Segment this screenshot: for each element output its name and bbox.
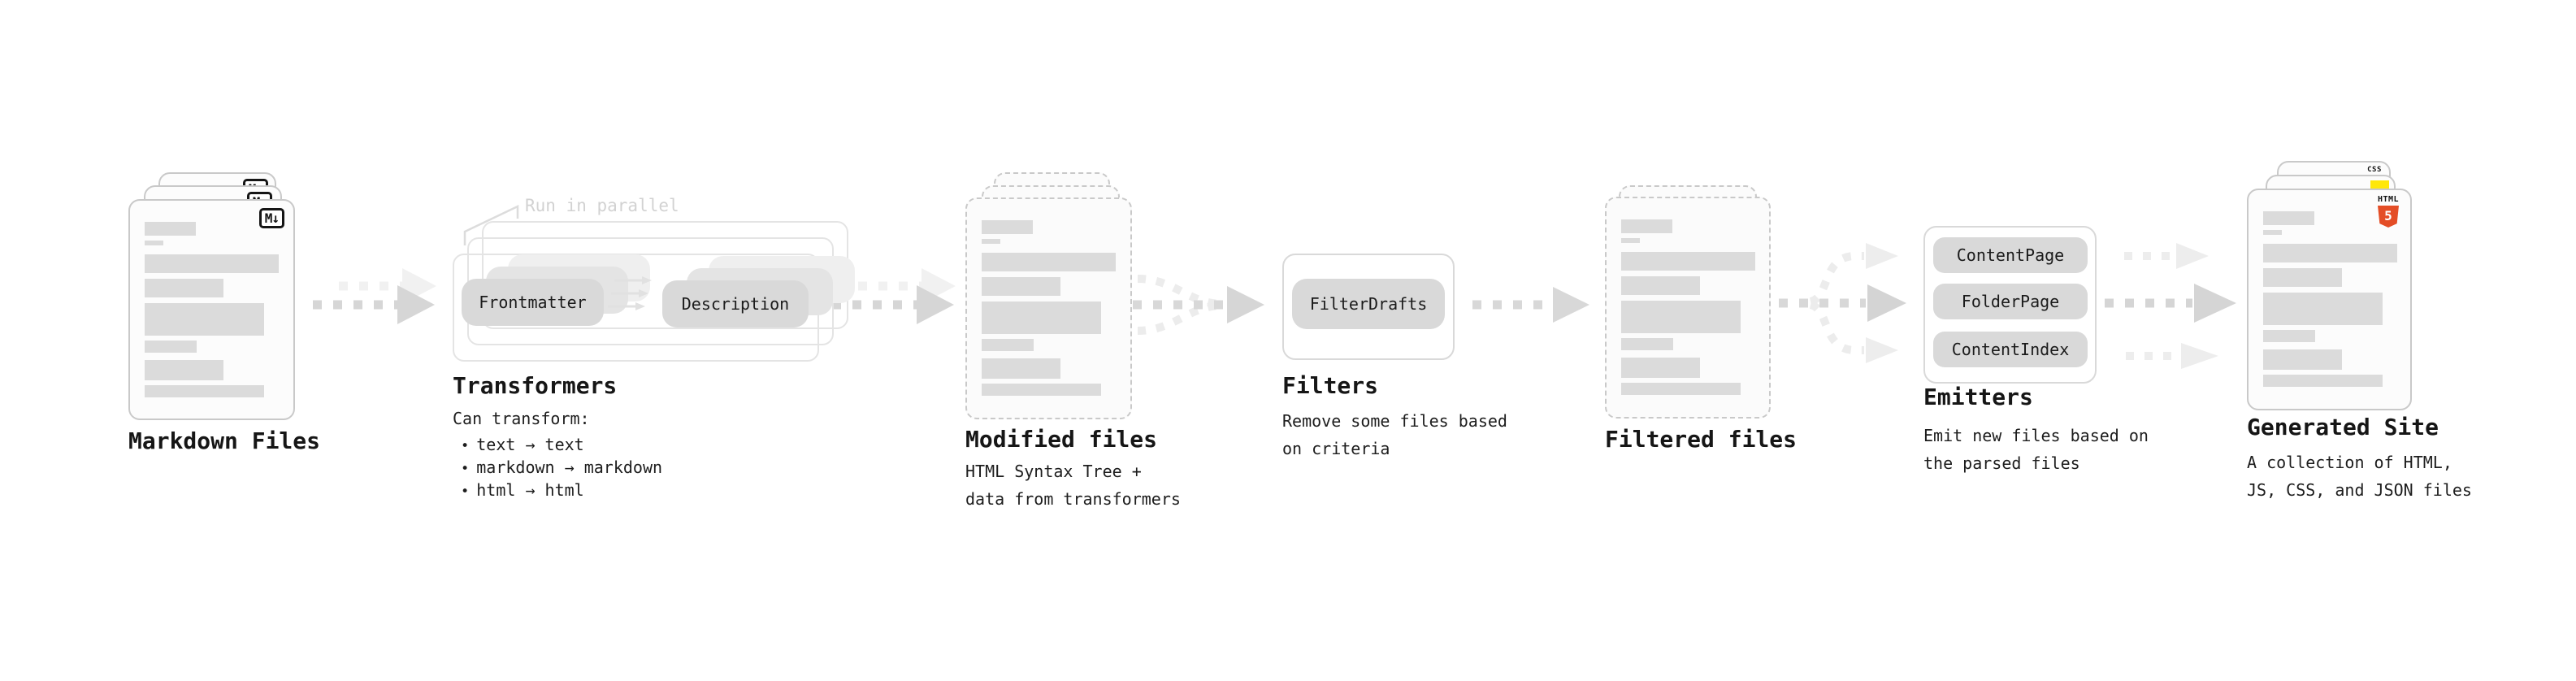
html5-badge-label: HTML xyxy=(2377,195,2400,204)
css-badge-label: CSS xyxy=(2367,166,2382,174)
skeleton-bar xyxy=(2263,330,2315,342)
skeleton-bar xyxy=(145,254,279,273)
skeleton-bar xyxy=(1621,301,1741,333)
skeleton-bar xyxy=(1621,219,1672,233)
skeleton-bar xyxy=(982,384,1101,396)
skeleton-bar xyxy=(2263,375,2383,387)
callout-line xyxy=(463,205,519,245)
skeleton-bar xyxy=(982,253,1116,271)
skeleton-bar xyxy=(2263,268,2342,287)
document-skeleton xyxy=(967,199,1130,396)
document-skeleton xyxy=(2249,190,2410,387)
emitter-pill-contentpage: ContentPage xyxy=(1933,237,2088,273)
emitters-caption: Emit new files based on the parsed files xyxy=(1923,422,2149,477)
skeleton-bar xyxy=(982,339,1034,351)
skeleton-bar xyxy=(145,279,223,297)
skeleton-bar xyxy=(145,360,223,380)
skeleton-bar xyxy=(1621,338,1673,350)
caption-line: on criteria xyxy=(1282,439,1390,458)
bullet-text: html → html xyxy=(476,480,584,500)
flow-arrow-transformers-to-modified xyxy=(832,268,956,324)
modified-files-caption: HTML Syntax Tree + data from transformer… xyxy=(965,458,1181,513)
markdown-file-doc-front: M↓ xyxy=(128,199,295,420)
html5-badge: HTML 5 xyxy=(2374,196,2402,228)
skeleton-bar xyxy=(982,239,1000,244)
caption-line: Remove some files based xyxy=(1282,411,1507,431)
caption-line: HTML Syntax Tree + xyxy=(965,462,1142,481)
bullet-text: markdown → markdown xyxy=(476,458,663,477)
filtered-file-doc-front xyxy=(1605,197,1771,419)
skeleton-bar xyxy=(982,358,1060,379)
modified-file-doc-front xyxy=(965,197,1132,419)
caption-line: JS, CSS, and JSON files xyxy=(2247,480,2472,500)
list-item: • text → text xyxy=(453,434,662,457)
stage-title-modified-files: Modified files xyxy=(965,426,1158,453)
skeleton-bar xyxy=(145,303,264,336)
skeleton-bar xyxy=(145,241,163,245)
filters-caption: Remove some files based on criteria xyxy=(1282,407,1507,462)
skeleton-bar xyxy=(2263,293,2383,325)
skeleton-bar xyxy=(2263,244,2397,262)
emitter-pill-folderpage: FolderPage xyxy=(1933,284,2088,319)
skeleton-bar xyxy=(145,340,197,353)
generated-site-caption: A collection of HTML, JS, CSS, and JSON … xyxy=(2247,449,2472,504)
skeleton-bar xyxy=(1621,358,1700,378)
flow-arrow-filtered-to-emitters xyxy=(1779,243,1906,363)
transformer-pill-frontmatter: Frontmatter xyxy=(462,279,604,326)
skeleton-bar xyxy=(2263,211,2314,225)
transformer-pill-description: Description xyxy=(662,280,809,327)
skeleton-bar xyxy=(145,222,196,236)
bullet-icon: • xyxy=(461,461,470,477)
flow-arrows-emitters-to-site xyxy=(2105,243,2236,369)
emitter-pill-contentindex: ContentIndex xyxy=(1933,332,2088,367)
stage-title-filters: Filters xyxy=(1282,372,1379,399)
bullet-text: text → text xyxy=(476,435,584,454)
skeleton-bar xyxy=(982,220,1033,234)
markdown-badge: M↓ xyxy=(258,208,284,228)
flow-arrow-markdown-to-transformers xyxy=(313,268,436,324)
skeleton-bar xyxy=(145,385,264,397)
list-item: • markdown → markdown xyxy=(453,457,662,479)
skeleton-bar xyxy=(1621,276,1700,295)
site-doc-html: HTML 5 xyxy=(2247,189,2412,410)
stage-title-emitters: Emitters xyxy=(1923,384,2033,410)
skeleton-bar xyxy=(1621,238,1640,243)
modified-files-stack xyxy=(965,172,1169,424)
caption-line: Emit new files based on xyxy=(1923,426,2149,445)
skeleton-bar xyxy=(1621,252,1755,271)
html5-badge-shield: 5 xyxy=(2378,206,2399,228)
caption-line: data from transformers xyxy=(965,489,1181,509)
skeleton-bar xyxy=(2263,230,2282,235)
caption-line: the parsed files xyxy=(1923,453,2080,473)
caption-line: A collection of HTML, xyxy=(2247,453,2452,472)
stage-title-filtered-files: Filtered files xyxy=(1605,426,1798,453)
generated-site-stack: CSS HTML 5 xyxy=(2247,161,2450,421)
skeleton-bar xyxy=(1621,383,1741,395)
run-in-parallel-annotation: Run in parallel xyxy=(525,196,679,215)
bullet-icon: • xyxy=(461,438,470,454)
transformers-caption: Can transform: • text → text • markdown → … xyxy=(453,408,662,502)
flow-arrow-modified-to-filters xyxy=(1133,275,1264,335)
skeleton-bar xyxy=(982,301,1101,334)
skeleton-bar xyxy=(2263,349,2342,370)
caption-heading: Can transform: xyxy=(453,409,590,428)
document-skeleton xyxy=(1607,198,1769,395)
list-item: • html → html xyxy=(453,479,662,502)
filter-pill-filterdrafts: FilterDrafts xyxy=(1292,279,1445,329)
stage-title-generated-site: Generated Site xyxy=(2247,414,2439,440)
parallel-arrows-icon xyxy=(608,276,652,310)
stage-title-markdown-files: Markdown Files xyxy=(128,427,321,454)
bullet-icon: • xyxy=(461,484,470,500)
filtered-files-stack xyxy=(1605,185,1808,429)
stage-title-transformers: Transformers xyxy=(453,372,618,399)
flow-arrow-filters-to-filtered xyxy=(1472,287,1589,323)
markdown-files-stack: M↓ M↓ M↓ xyxy=(128,172,332,424)
skeleton-bar xyxy=(982,277,1060,296)
document-skeleton xyxy=(130,201,293,397)
